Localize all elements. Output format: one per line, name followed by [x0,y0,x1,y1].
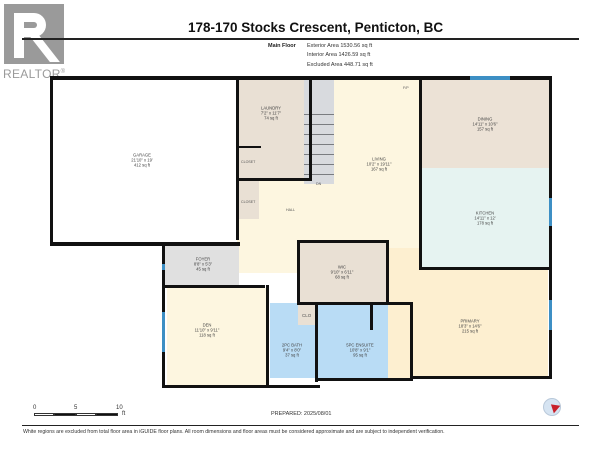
wall [50,76,552,80]
scale-unit: ft [122,411,126,417]
compass-needle-icon [547,400,561,414]
title-divider [22,38,579,40]
room-kitchen-lower [422,248,549,268]
wall [419,80,422,270]
wall [309,80,312,180]
room-clo [298,305,316,325]
realtor-logo [4,4,64,64]
stair-step [304,164,334,165]
window [549,300,552,330]
logo-r-stem [14,13,24,58]
wall [297,240,300,305]
scale-tick-10: 10 [116,405,123,411]
window [470,76,510,80]
room-dining [422,80,549,168]
wall [410,376,552,379]
wall [386,240,389,305]
stair-step [304,174,334,175]
stair-step [304,124,334,125]
scale-segment [76,413,96,416]
wall [410,302,413,381]
wall [370,302,373,330]
window [549,198,552,226]
wall [419,267,550,270]
room-foyer [165,243,239,285]
exterior-area: Exterior Area 1530.56 sq ft [307,43,373,49]
room-wic [299,242,387,302]
wall [549,80,552,378]
wall [165,285,265,288]
wall [239,146,261,148]
wall [239,178,312,181]
label-closet-2: CLOSET [241,200,256,204]
window [162,312,165,352]
stair-step [304,134,334,135]
stair-step [304,144,334,145]
wall [266,285,269,385]
excluded-area: Excluded Area 448.71 sq ft [307,62,373,68]
wall [162,385,320,388]
disclaimer: White regions are excluded from total fl… [23,429,445,435]
label-stairs-down: DN [316,182,322,186]
floor-label: Main Floor [268,43,296,49]
wall [50,76,53,246]
wall [297,240,389,243]
page-title: 178-170 Stocks Crescent, Penticton, BC [188,20,444,35]
room-closet-2 [239,181,259,219]
wall [236,80,239,240]
wall [315,302,318,382]
logo-r-bowl [24,13,46,37]
room-closet-1 [239,148,259,178]
wall [315,378,413,381]
scale-tick-5: 5 [74,405,78,411]
room-garage [52,79,236,242]
realtor-logo-text: REALTOR® [3,67,66,81]
room-den [167,288,267,386]
compass-icon [543,398,561,416]
stair-step [304,114,334,115]
label-hall: HALL [286,208,295,212]
wall [50,242,240,246]
prepared-date: PREPARED: 2025/08/01 [271,411,332,417]
label-fireplace: F/P [403,86,409,90]
label-closet-1: CLOSET [241,160,256,164]
interior-area: Interior Area 1426.59 sq ft [307,52,371,58]
window [162,264,165,270]
wall [297,302,410,305]
scale-segment [96,413,118,416]
scale-tick-0: 0 [33,405,37,411]
scale-segment [34,413,54,416]
stair-step [304,154,334,155]
label-clo: CLO [302,313,312,318]
scale-segment [54,413,76,416]
footer-divider [22,425,579,427]
